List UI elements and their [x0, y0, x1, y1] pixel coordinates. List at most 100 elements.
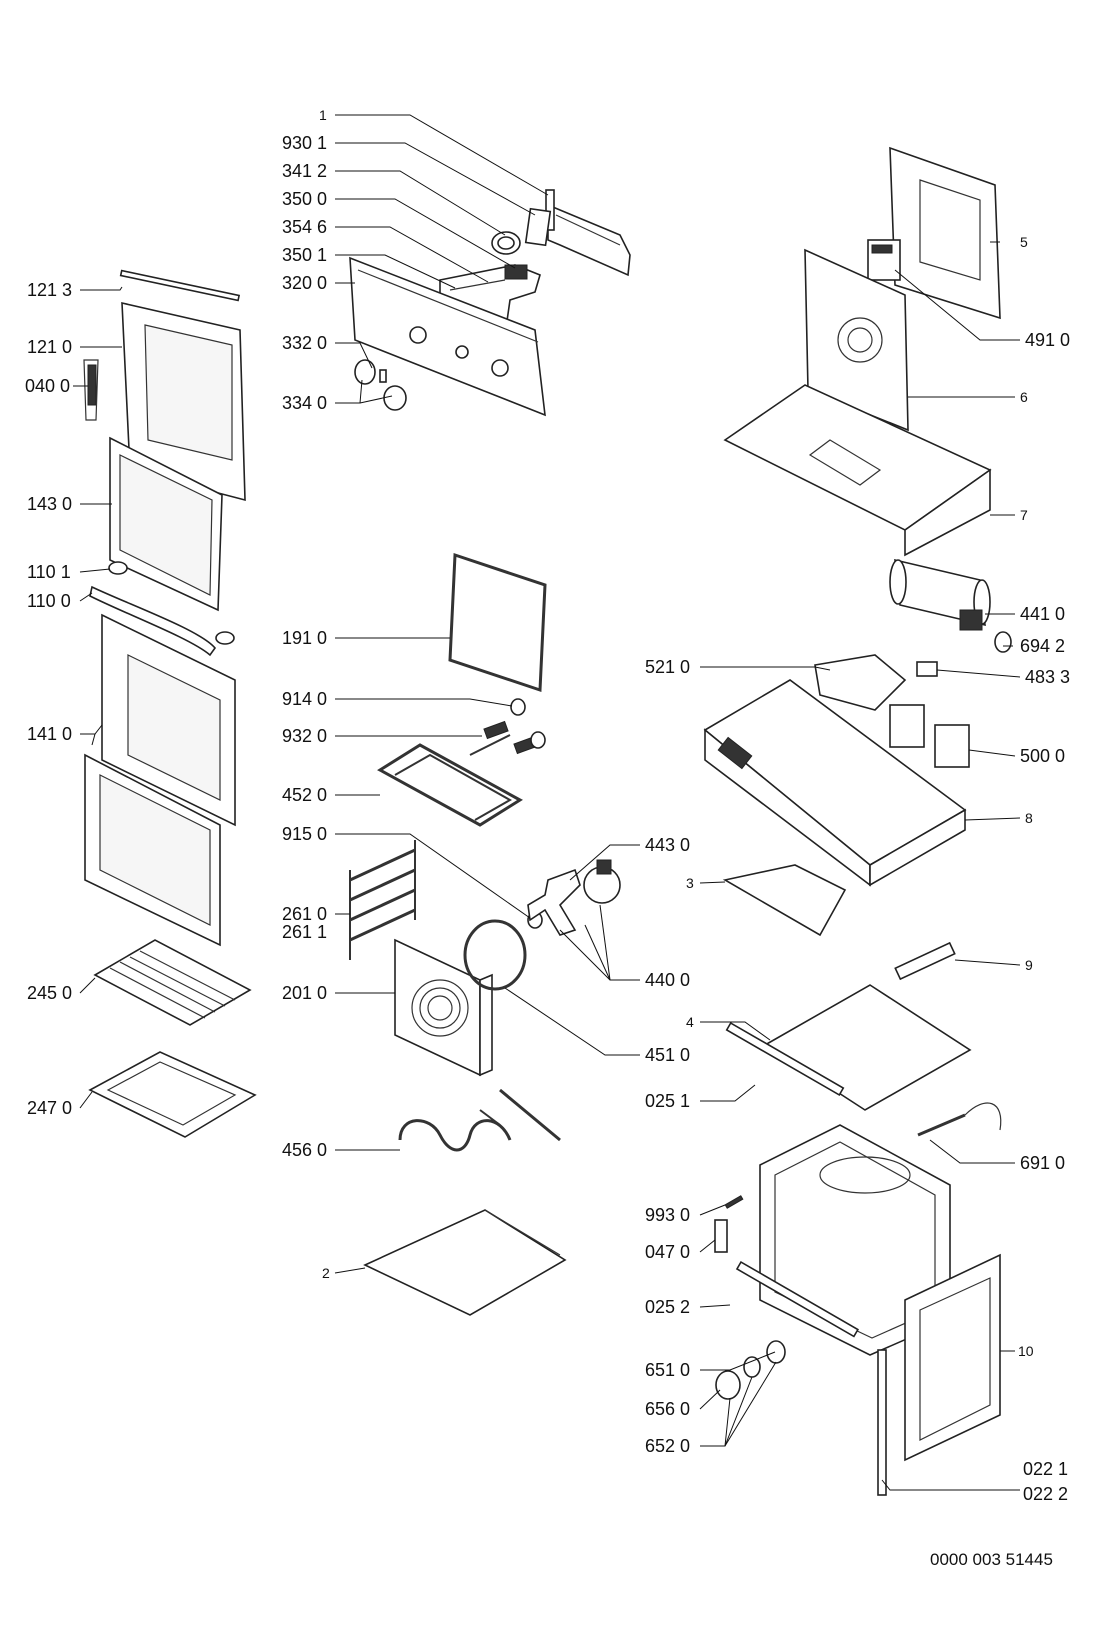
label-651-0: 651 0	[645, 1360, 690, 1380]
part-9-bracket	[894, 941, 956, 981]
label-5: 5	[1020, 234, 1028, 250]
label-261-1: 261 1	[282, 922, 327, 942]
label-245-0: 245 0	[27, 983, 72, 1003]
label-652-0: 652 0	[645, 1436, 690, 1456]
part-443-440-fan	[527, 859, 621, 936]
part-500-0-switches	[889, 704, 970, 768]
label-694-2: 694 2	[1020, 636, 1065, 656]
part-441-0-tangential-fan	[889, 558, 991, 631]
label-022-2: 022 2	[1023, 1484, 1068, 1504]
document-number: 0000 003 51445	[930, 1550, 1053, 1569]
label-121-0: 121 0	[27, 337, 72, 357]
part-top-bracket	[545, 189, 631, 277]
label-10: 10	[1018, 1343, 1034, 1359]
part-451-0-ring-element	[463, 919, 527, 991]
part-191-0-gasket	[448, 552, 547, 693]
part-8-control-frame	[703, 679, 967, 887]
part-141-0-glass	[84, 753, 221, 947]
label-9: 9	[1025, 957, 1033, 973]
label-047-0: 047 0	[645, 1242, 690, 1262]
label-332-0: 332 0	[282, 333, 327, 353]
part-4-bottom-shield	[763, 984, 972, 1111]
label-932-0: 932 0	[282, 726, 327, 746]
label-354-6: 354 6	[282, 217, 327, 237]
label-320-0: 320 0	[282, 273, 327, 293]
part-110-1	[108, 561, 128, 575]
label-451-0: 451 0	[645, 1045, 690, 1065]
label-261-0: 261 0	[282, 904, 327, 924]
part-3-deflector	[722, 864, 847, 937]
label-1: 1	[319, 107, 327, 123]
label-143-0: 143 0	[27, 494, 72, 514]
leader-lines	[73, 114, 1021, 1491]
label-110-1: 110 1	[27, 562, 71, 582]
label-521-0: 521 0	[645, 657, 690, 677]
label-350-0: 350 0	[282, 189, 327, 209]
label-110-0: 110 0	[27, 591, 71, 611]
label-7: 7	[1020, 507, 1028, 523]
label-341-2: 341 2	[282, 161, 327, 181]
label-914-0: 914 0	[282, 689, 327, 709]
label-201-0: 201 0	[282, 983, 327, 1003]
part-245-0-rack	[93, 939, 252, 1026]
label-483-3: 483 3	[1025, 667, 1070, 687]
part-025-1-rail	[725, 1021, 845, 1097]
label-456-0: 456 0	[282, 1140, 327, 1160]
label-443-0: 443 0	[645, 835, 690, 855]
part-110-0	[89, 585, 217, 657]
part-993-0	[724, 1195, 744, 1209]
part-6-rear-wall	[804, 248, 909, 432]
label-350-1: 350 1	[282, 245, 327, 265]
part-7-top-panel	[723, 384, 992, 557]
part-047-0	[714, 1219, 728, 1253]
part-651-656-652-knobs	[715, 1340, 786, 1400]
label-930-1: 930 1	[282, 133, 327, 153]
label-025-2: 025 2	[645, 1297, 690, 1317]
label-491-0: 491 0	[1025, 330, 1070, 350]
part-691-0-sensor	[917, 1102, 1002, 1137]
label-8: 8	[1025, 810, 1033, 826]
label-025-1: 025 1	[645, 1091, 690, 1111]
label-334-0: 334 0	[282, 393, 327, 413]
label-993-0: 993 0	[645, 1205, 690, 1225]
part-341-2	[491, 231, 521, 255]
part-261-side-racks	[349, 840, 416, 960]
part-452-0-top-element	[377, 734, 523, 827]
part-521-0-bracket	[814, 654, 907, 711]
label-191-0: 191 0	[282, 628, 327, 648]
part-control-panel	[349, 256, 546, 417]
part-456-0-bottom-element	[398, 1088, 561, 1152]
label-247-0: 247 0	[27, 1098, 72, 1118]
label-6: 6	[1020, 389, 1028, 405]
part-022-hinge-rail	[877, 1349, 887, 1496]
label-121-3: 121 3	[27, 280, 72, 300]
label-4: 4	[686, 1014, 694, 1030]
part-483-3	[916, 661, 938, 677]
label-2: 2	[322, 1265, 330, 1281]
part-694-2	[994, 631, 1012, 653]
part-inner-door-frame	[121, 301, 246, 502]
part-914-932-screws	[483, 698, 546, 755]
part-5-back-panel	[889, 146, 1001, 320]
part-491-0-motor-box	[867, 239, 901, 281]
label-141-0: 141 0	[27, 724, 72, 744]
label-440-0: 440 0	[645, 970, 690, 990]
part-025-2-rail	[735, 1260, 859, 1338]
label-3: 3	[686, 875, 694, 891]
label-022-1: 022 1	[1023, 1459, 1068, 1479]
label-040-0: 040 0	[25, 376, 70, 396]
label-691-0: 691 0	[1020, 1153, 1065, 1173]
label-915-0: 915 0	[282, 824, 327, 844]
part-040-0	[83, 359, 99, 421]
part-247-0-tray	[88, 1051, 257, 1138]
part-121-3	[119, 269, 241, 302]
part-141-0-outer	[101, 613, 236, 827]
part-201-0-fan-cover	[394, 938, 493, 1077]
part-110-1b	[215, 631, 235, 645]
part-10-side-panel	[904, 1253, 1001, 1462]
part-930-1	[524, 207, 552, 247]
part-2-bottom-plate	[363, 1209, 567, 1316]
label-441-0: 441 0	[1020, 604, 1065, 624]
label-452-0: 452 0	[282, 785, 327, 805]
